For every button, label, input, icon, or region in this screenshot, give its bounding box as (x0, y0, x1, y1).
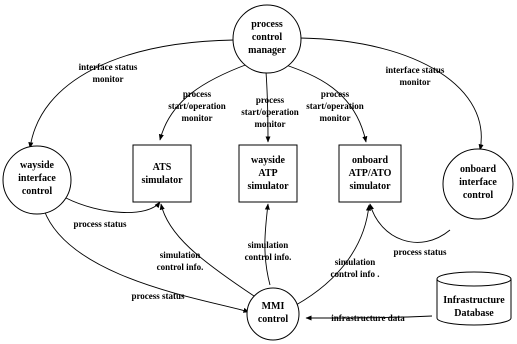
edge-mmi-to-wayside-atp (264, 203, 271, 286)
edge-manager-to-onboard-atp (282, 63, 368, 143)
edge-label-process-status-mmi: process status (131, 291, 185, 301)
edge-mmi-to-ats (159, 203, 255, 297)
edge-mmi-to-onboard-atp (295, 204, 371, 306)
edge-label-process-status-wayside: process status (73, 219, 127, 229)
edge-label-infrastructure-data: infrastructure data (331, 313, 405, 323)
edge-wayside-interface-to-ats (65, 197, 161, 213)
edge-onboard-interface-to-onboard-atp (369, 203, 451, 243)
edge-wayside-interface-to-mmi (43, 209, 250, 313)
edges (28, 37, 484, 321)
edge-manager-to-onboard-interface (299, 37, 484, 151)
edge-manager-to-wayside-atp (265, 71, 271, 143)
edge-label-process-status-onboard: process status (393, 247, 447, 257)
edge-manager-to-ats (158, 63, 249, 141)
edge-manager-to-wayside-interface (28, 39, 235, 149)
edge-database-to-mmi (305, 315, 433, 321)
